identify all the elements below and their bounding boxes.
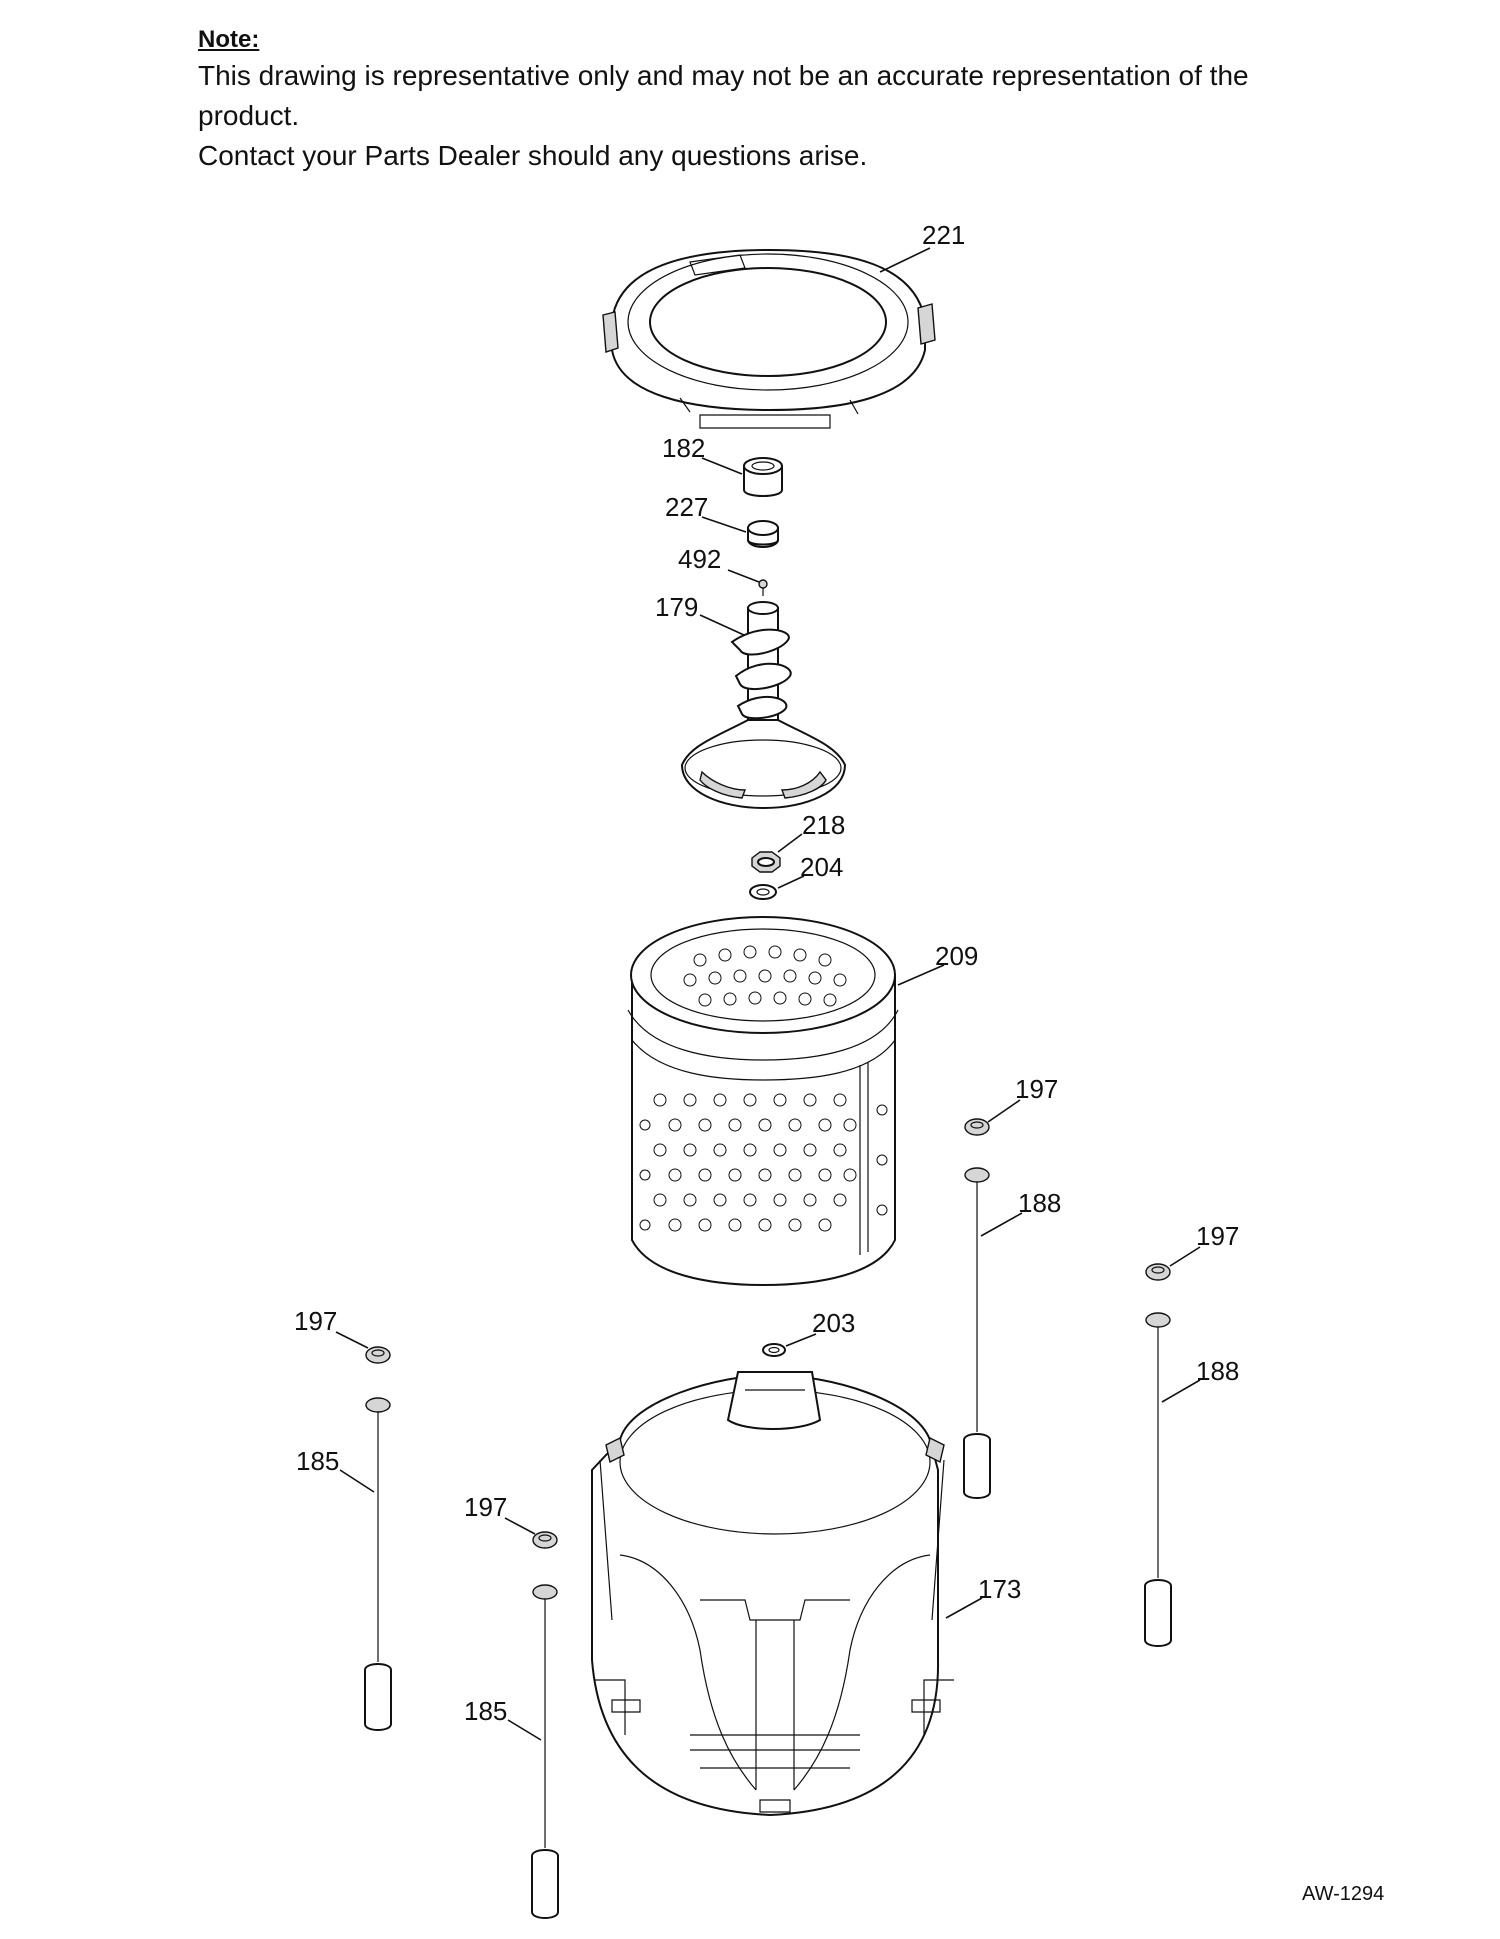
part-182-bushing (743, 457, 783, 497)
part-188-a-suspension-rod (963, 1167, 991, 1499)
leader-492 (727, 569, 760, 583)
callout-203: 203 (812, 1308, 855, 1338)
part-221-tub-cover (602, 248, 936, 429)
leader-197-d (504, 1517, 536, 1535)
callout-197-c: 197 (294, 1306, 337, 1336)
note-line-3: Contact your Parts Dealer should any que… (198, 140, 868, 171)
note-line-2: product. (198, 100, 300, 131)
leader-182 (701, 457, 743, 475)
leader-179 (699, 614, 745, 636)
part-197-b-cap (1145, 1263, 1171, 1281)
part-197-a-cap (964, 1118, 990, 1136)
drawing-id: AW-1294 (1302, 1883, 1385, 1905)
leader-197-c (335, 1331, 369, 1349)
leader-197-a (987, 1099, 1021, 1123)
callout-218: 218 (802, 810, 845, 840)
part-197-c-cap (365, 1346, 391, 1364)
note-heading: Note: (198, 26, 260, 53)
callout-173: 173 (978, 1574, 1021, 1604)
leader-188-a (980, 1212, 1023, 1237)
callout-185-a: 185 (296, 1446, 339, 1476)
leader-218 (777, 833, 803, 853)
callout-197-a: 197 (1015, 1074, 1058, 1104)
part-197-d-cap (532, 1531, 558, 1549)
basket-perforations-side (639, 1093, 888, 1232)
part-209-wash-basket (627, 916, 899, 1287)
callout-209: 209 (935, 941, 978, 971)
leader-197-b (1169, 1246, 1201, 1267)
part-218-nut (751, 851, 781, 873)
callout-188-a: 188 (1018, 1188, 1061, 1218)
note-line-1: This drawing is representative only and … (198, 60, 1249, 91)
leader-221 (879, 247, 931, 273)
part-227-seal (747, 520, 779, 548)
leader-204 (777, 875, 805, 889)
callout-227: 227 (665, 492, 708, 522)
part-203-washer (762, 1343, 786, 1357)
part-185-b-suspension-rod (531, 1584, 559, 1919)
leader-188-b (1161, 1379, 1201, 1403)
part-185-a-suspension-rod (364, 1397, 392, 1731)
part-179-auger (680, 601, 847, 810)
leader-173 (945, 1597, 983, 1619)
basket-perforations-top (683, 945, 847, 1007)
callout-188-b: 188 (1196, 1356, 1239, 1386)
note-block: Note: This drawing is representative onl… (198, 24, 1398, 176)
callout-492: 492 (678, 544, 721, 574)
part-173-outer-tub (591, 1371, 954, 1817)
leader-209 (897, 964, 945, 986)
callout-221: 221 (922, 220, 965, 250)
part-492-screw (758, 579, 768, 596)
part-204-washer (749, 884, 777, 900)
callout-197-b: 197 (1196, 1221, 1239, 1251)
leader-227 (701, 516, 747, 533)
callout-204: 204 (800, 852, 843, 882)
leader-185-b (507, 1719, 542, 1741)
callout-182: 182 (662, 433, 705, 463)
part-188-b-suspension-rod (1144, 1312, 1172, 1647)
callout-179: 179 (655, 592, 698, 622)
leader-185-a (339, 1469, 375, 1493)
callout-185-b: 185 (464, 1696, 507, 1726)
leader-203 (785, 1333, 817, 1347)
callout-197-d: 197 (464, 1492, 507, 1522)
